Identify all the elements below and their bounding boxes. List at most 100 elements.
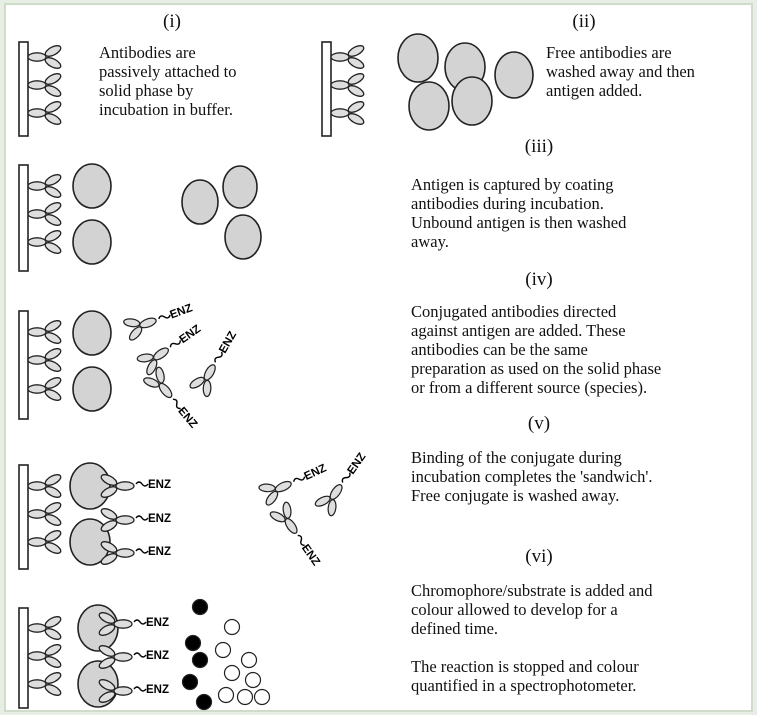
solid-phase-plate — [18, 41, 29, 137]
step-label-ii: (ii) — [572, 11, 596, 32]
substrate-dot — [223, 664, 241, 682]
enzyme-label: ENZ — [177, 323, 203, 346]
enzyme-conjugate: ENZ — [293, 462, 328, 483]
conjugate-antibody — [189, 364, 216, 398]
enzyme-label: ENZ — [302, 462, 328, 483]
antibody — [27, 174, 62, 198]
coloured-product-dot — [181, 673, 199, 691]
enzyme-conjugate: ENZ — [341, 451, 369, 483]
antigen — [494, 51, 534, 99]
enzyme-label: ENZ — [146, 684, 169, 696]
antibody — [27, 474, 62, 498]
bound-conjugate-antibody — [98, 679, 133, 703]
conjugate-antibody — [314, 484, 343, 517]
enzyme-conjugate: ENZ — [135, 513, 171, 525]
antigen — [181, 179, 219, 225]
antibody — [27, 672, 62, 696]
step-label-i: (i) — [163, 11, 181, 32]
enzyme-label: ENZ — [299, 542, 322, 568]
enzyme-label: ENZ — [175, 405, 199, 430]
antigen — [408, 81, 450, 131]
conjugate-antibody — [136, 347, 169, 376]
antibody — [27, 45, 62, 69]
enzyme-conjugate: ENZ — [133, 684, 169, 696]
enzyme-label: ENZ — [146, 650, 169, 662]
coloured-product-dot — [184, 634, 202, 652]
coloured-product-dot — [191, 598, 209, 616]
enzyme-label: ENZ — [168, 302, 194, 321]
enzyme-conjugate: ENZ — [169, 323, 203, 348]
antigen — [72, 366, 112, 412]
step-label-vi: (vi) — [525, 546, 553, 567]
antigen — [222, 165, 258, 209]
substrate-dot — [244, 671, 262, 689]
antibody — [27, 73, 62, 97]
solid-phase-plate — [18, 464, 29, 570]
antigen — [451, 76, 493, 126]
antigen — [69, 518, 111, 566]
conjugate-antibody — [123, 317, 157, 341]
antibody — [27, 616, 62, 640]
antigen — [397, 33, 439, 83]
substrate-dot — [236, 688, 254, 706]
bound-conjugate-antibody — [100, 474, 135, 498]
enzyme-conjugate: ENZ — [135, 479, 171, 491]
bound-conjugate-antibody — [98, 645, 133, 669]
enzyme-conjugate: ENZ — [214, 330, 239, 363]
enzyme-conjugate: ENZ — [158, 302, 194, 321]
bound-conjugate-antibody — [100, 541, 135, 565]
enzyme-label: ENZ — [148, 479, 171, 491]
solid-phase-plate — [18, 310, 29, 420]
bound-conjugate-antibody — [98, 612, 133, 636]
conjugate-antibody — [269, 501, 298, 534]
step-label-iv: (iv) — [525, 269, 553, 290]
substrate-dot — [217, 686, 235, 704]
enzyme-conjugate: ENZ — [133, 650, 169, 662]
coloured-product-dot — [191, 651, 209, 669]
antibody — [330, 45, 365, 69]
solid-phase-plate — [18, 164, 29, 272]
antigen — [72, 163, 112, 209]
elisa-illustration: ENZ ENZ ENZ ENZ ENZ ENZ ENZ ENZ ENZ ENZ ENZ ENZ ENZ — [18, 33, 534, 711]
step-label-v: (v) — [527, 413, 551, 434]
conjugate-antibody — [258, 480, 292, 506]
antibody — [27, 202, 62, 226]
antibody — [27, 101, 62, 125]
antigen — [69, 462, 111, 510]
antibody — [27, 644, 62, 668]
antibody — [27, 348, 62, 372]
solid-phase-plate — [321, 41, 332, 137]
enzyme-label: ENZ — [346, 451, 369, 477]
enzyme-label: ENZ — [148, 546, 171, 558]
substrate-dot — [223, 618, 241, 636]
conjugate-antibody — [143, 366, 173, 399]
enzyme-conjugate: ENZ — [135, 546, 171, 558]
antibody — [27, 320, 62, 344]
enzyme-conjugate: ENZ — [297, 534, 322, 568]
antibody — [27, 377, 62, 401]
antibody — [330, 101, 365, 125]
step-label-iii: (iii) — [524, 136, 554, 157]
enzyme-label: ENZ — [148, 513, 171, 525]
antigen — [72, 310, 112, 356]
substrate-dot — [214, 641, 232, 659]
enzyme-label: ENZ — [217, 330, 239, 356]
coloured-product-dot — [195, 693, 213, 711]
substrate-dot — [240, 651, 258, 669]
antigen — [72, 219, 112, 265]
enzyme-conjugate: ENZ — [172, 398, 199, 431]
antibody — [27, 230, 62, 254]
antibody — [330, 73, 365, 97]
bound-conjugate-antibody — [100, 508, 135, 532]
enzyme-conjugate: ENZ — [133, 617, 169, 629]
antigen — [224, 214, 262, 260]
antibody — [27, 502, 62, 526]
solid-phase-plate — [18, 607, 29, 709]
